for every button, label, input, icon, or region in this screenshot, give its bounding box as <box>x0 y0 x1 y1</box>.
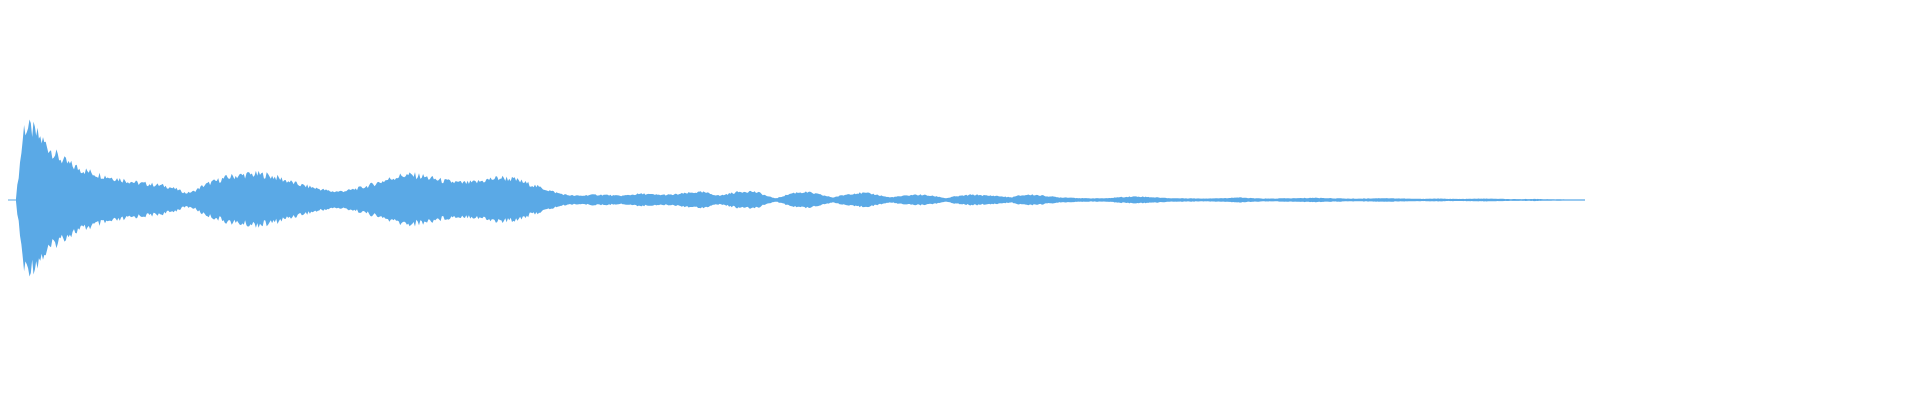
waveform-shape <box>16 119 1585 277</box>
